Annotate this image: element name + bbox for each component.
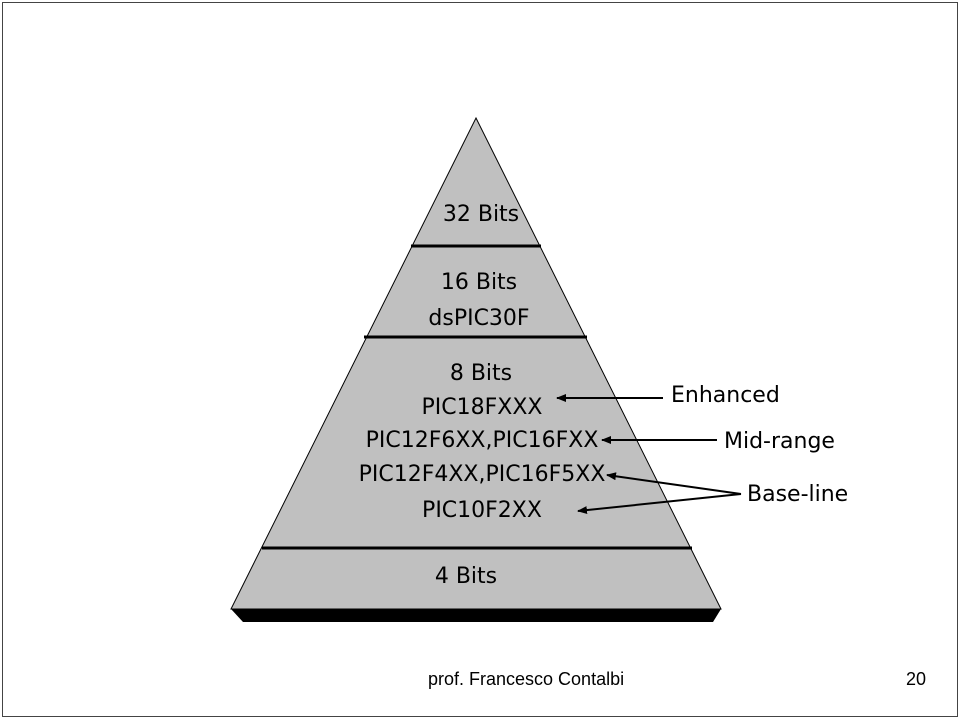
pyramid-body <box>230 116 722 610</box>
callout-mid-range: Mid-range <box>724 429 835 454</box>
tier-8-family-pic10: PIC10F2XX <box>422 498 542 523</box>
tier-16-label: 16 Bits <box>441 270 517 295</box>
callout-enhanced: Enhanced <box>671 383 780 408</box>
tier-8-family-pic18: PIC18FXXX <box>422 395 543 420</box>
arrow-base-line-lower <box>577 493 742 515</box>
tier-16-family: dsPIC30F <box>428 306 529 331</box>
footer-author: prof. Francesco Contalbi <box>428 669 625 689</box>
page-number: 20 <box>905 669 926 689</box>
tier-8-family-pic12f4-pic16f5: PIC12F4XX,PIC16F5XX <box>359 462 606 487</box>
arrow-base-line-upper <box>606 472 742 495</box>
tier-32-label: 32 Bits <box>443 202 519 227</box>
tier-8-family-pic12f6-pic16: PIC12F6XX,PIC16FXX <box>366 428 599 453</box>
tier-4-label: 4 Bits <box>435 564 497 589</box>
callout-base-line: Base-line <box>747 482 848 507</box>
pyramid-shadow <box>231 609 721 622</box>
tier-8-label: 8 Bits <box>450 361 512 386</box>
